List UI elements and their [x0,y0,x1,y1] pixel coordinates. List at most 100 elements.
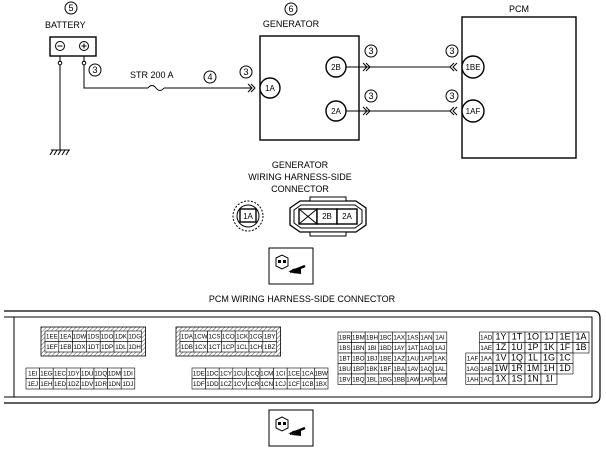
pcm: PCM 3 3 1BE 1AF [445,4,577,159]
pcm-pin-label: 1Y [495,332,506,342]
pcm-pin-label: 1DF [193,381,205,388]
pcm-pin-label: 1CQ [247,371,260,378]
pcm-pin-label: 1AE [480,345,492,352]
pcm-pin-label: 1DQ [94,371,107,378]
pcm-pin-label: 1DT [87,344,99,351]
gen-connector-title-3: CONNECTOR [271,184,329,194]
pcm-pin-label: 1EF [46,344,58,351]
pcm-pin-label: 1E [559,332,570,342]
pcm-pin-label: 1S [511,374,522,384]
pcm-pin-label: 1AF [467,356,479,363]
battery: 5 BATTERY 3 [45,1,148,156]
pcm-pin-label: 1O [527,332,539,342]
pcm-pin-label: 1R [511,363,523,373]
pcm-pin-label: 1EA [60,334,73,341]
pcm-pin-label: 1EB [60,344,72,351]
pcm-pin-label: 1BN [352,345,364,352]
pcm-pin-label: 1AT [407,345,418,352]
pcm-pin-label: 1DL [115,344,127,351]
pcm-pin-label: 1DW [73,334,87,341]
pcm-pin-label: 1DD [206,381,219,388]
pcm-pin-label: 1CE [288,371,300,378]
pcm-pin-label: 1A [575,332,586,342]
pcm-pin-label: 1V [495,353,506,363]
pcm-pin-label: 1CI [276,371,286,378]
fuse-wire-ref: 4 [207,72,212,82]
pcm-pin-label: 1BV [339,377,352,384]
pcm-pin-label: 1EI [28,371,38,378]
pcm-pin-label: 1BK [366,366,379,373]
pcm-label: PCM [509,4,529,14]
pcm-pin-label: 1AR [420,377,433,384]
gen-connector-pin-1a-label: 1A [243,212,253,221]
pcm-pin-label: 1DU [81,371,93,378]
pcm-pin-label: 1BU [339,366,351,373]
gen-connector-pin-1a [239,208,257,223]
generator: 6 GENERATOR 1A 3 2B 2A 3 3 [239,2,458,141]
pcm-pin-label: 1EE [46,334,58,341]
pcm-pin-label: 1AN [420,335,432,342]
gen-connector-pin-2a-label: 2A [342,212,352,221]
pcm-pin-label: 1K [543,342,554,352]
pcm-pin-label: 1U [511,342,523,352]
pcm-pin-cell [120,378,136,390]
pcm-pin-label: 1BO [352,356,365,363]
pcm-pin-cell [314,378,329,390]
pcm-pin-label: 1X [495,374,506,384]
pcm-pin-1be-label: 1BE [465,63,480,72]
battery-body [49,36,97,57]
pcm-pin-label: 1J [544,332,554,342]
pcm-pin-label: 1CL [236,344,248,351]
generator-connector: GENERATOR WIRING HARNESS-SIDE CONNECTOR … [232,160,367,237]
pcm-pin-label: 1W [494,363,508,373]
battery-positive-icon [79,41,89,51]
fuse-label: STR 200 A [130,70,174,80]
pcm-pin-label: 1DP [101,344,113,351]
pcm-pin-label: 1DC [206,371,219,378]
pcm-pin-label: 1BZ [264,344,276,351]
pcm-pin-label: 1BT [339,356,351,363]
pcm-pin-1af-label: 1AF [466,107,481,116]
pcm-pin-label: 1BH [366,335,378,342]
pcm-body [461,16,577,159]
pcm-pin-label: 1N [527,374,539,384]
pcm-pin-label: 1CY [220,371,232,378]
pcm-pin-label: 1CV [234,381,247,388]
pcm-pin-label: 1CU [233,371,245,378]
pcm-pin-label: 1CF [288,381,300,388]
pcm-pin-label: 1CT [209,344,221,351]
pcm-pin-label: 1DE [193,371,205,378]
pcm-pin-label: 1CZ [220,381,232,388]
pcm-pin-label: 1C [559,353,571,363]
pcm-pin-label: 1BD [380,345,393,352]
pcm-pin-label: 1CP [222,344,234,351]
pcm-pin-label: 1L [528,353,538,363]
pcm-pin-label: 1AL [434,366,446,373]
pcm-pin-label: 1CW [194,334,208,341]
pcm-pin-label: 1DX [73,344,85,351]
pcm-pin-label: 1DM [108,371,121,378]
pcm-pin-1be-ref: 3 [449,46,454,56]
pcm-pin-label: 1CO [222,334,235,341]
pcm-pin-cell [262,341,277,353]
pcm-pin-label: 1AK [434,356,447,363]
pcm-pin-label: 1DY [68,371,80,378]
battery-negative-icon [55,41,65,51]
pcm-pin-label: 1DB [181,344,193,351]
pcm-pin-label: 1G [543,353,555,363]
pcm-pin-label: 1AC [480,377,493,384]
pcm-pin-cell [540,373,558,385]
pcm-pin-label: 1I [545,374,553,384]
pcm-pin-label: 1BW [314,371,328,378]
gen-connector-title-1: GENERATOR [272,160,329,170]
gen-connector-title-2: WIRING HARNESS-SIDE [248,172,352,182]
connector-view-icon-bottom [268,409,314,447]
generator-pin-1a-label: 1A [265,84,275,93]
pcm-pin-label: 1M [527,363,540,373]
pcm-pin-label: 1DR [95,381,108,388]
pcm-pin-label: 1AU [407,356,419,363]
pcm-pin-label: 1CX [195,344,207,351]
pcm-pin-label: 1BE [380,356,392,363]
pcm-pin-label: 1AM [434,377,447,384]
